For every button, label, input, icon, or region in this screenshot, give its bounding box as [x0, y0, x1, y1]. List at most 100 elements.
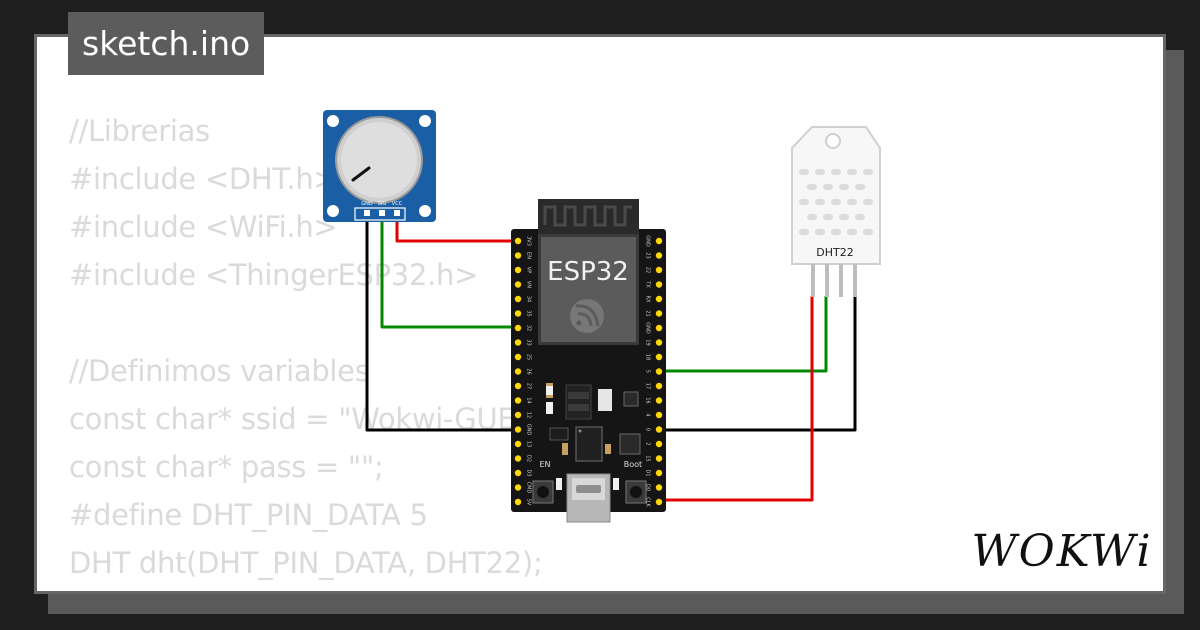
esp32-pin-label: CLK	[645, 497, 651, 507]
code-line: DHT dht(DHT_PIN_DATA, DHT22);	[69, 546, 543, 580]
esp32-pin-left[interactable]	[514, 368, 522, 375]
esp32-pin-left[interactable]	[514, 382, 522, 390]
esp32-pin-right[interactable]	[655, 252, 663, 259]
esp32-pin-label: 22	[645, 267, 651, 273]
esp32-pin-label: 15	[645, 455, 651, 461]
esp32-pin-left[interactable]	[514, 440, 522, 448]
esp32-pin-right[interactable]	[655, 397, 663, 404]
knob-indicator	[351, 166, 371, 182]
esp32-pin-left[interactable]	[514, 484, 522, 491]
esp32-pin-right[interactable]	[655, 455, 663, 462]
esp32-pin-label: 27	[526, 383, 532, 389]
code-line: #include <WiFi.h>	[69, 210, 338, 244]
esp32-pin-label: 13	[526, 441, 532, 447]
esp32-pin-left[interactable]	[514, 498, 522, 506]
grille-hole	[831, 229, 841, 235]
code-line: //Definimos variables	[69, 354, 370, 388]
esp32-pin-label: 23	[645, 252, 651, 258]
esp32-pin-right[interactable]	[655, 353, 663, 361]
code-line: #include <DHT.h>	[69, 162, 338, 196]
esp32-pin-label: 21	[645, 310, 651, 316]
esp32-pin-label: 14	[526, 397, 532, 403]
esp32-pin-label: 25	[526, 354, 532, 360]
esp32-pin-left[interactable]	[514, 266, 522, 274]
esp32-pin-label: GND	[526, 424, 532, 436]
micro-usb-port[interactable]	[566, 473, 611, 523]
esp32-pin-left[interactable]	[514, 324, 522, 332]
esp32-pin-left[interactable]	[514, 339, 522, 346]
esp32-pin-right[interactable]	[655, 324, 663, 332]
pot-pin-label-gnd: GND	[361, 201, 373, 207]
esp32-pin-left[interactable]	[514, 237, 522, 245]
grille-hole	[863, 229, 873, 235]
esp32-pin-right[interactable]	[655, 382, 663, 390]
espressif-logo-icon	[570, 299, 604, 333]
code-preview: //Librerias #include <DHT.h> #include <WiF…	[69, 107, 574, 591]
esp32-pin-label: 16	[645, 397, 651, 403]
grille-hole	[815, 199, 825, 205]
esp32-pin-label: 17	[645, 383, 651, 389]
esp32-board[interactable]: ESP32 EN Boot	[511, 199, 666, 523]
wokwi-logo[interactable]: WOKWi	[971, 526, 1152, 577]
esp32-pin-right[interactable]	[655, 469, 663, 477]
esp32-pin-right[interactable]	[655, 310, 663, 317]
wire-pot-sig-to-32[interactable]	[380, 212, 517, 329]
esp32-pin-left[interactable]	[514, 411, 522, 419]
pot-pin-label-vcc: VCC	[392, 201, 403, 207]
esp32-pin-right[interactable]	[655, 339, 663, 346]
esp32-pin-left[interactable]	[514, 397, 522, 404]
esp32-pin-label: 19	[645, 339, 651, 345]
code-line: const char* pass = "";	[69, 450, 384, 484]
esp32-pin-label: 4	[645, 413, 651, 416]
esp32-pin-right[interactable]	[655, 368, 663, 375]
boot-button[interactable]	[625, 480, 647, 504]
esp32-pin-right[interactable]	[655, 237, 663, 245]
file-tab[interactable]: sketch.ino	[68, 12, 265, 75]
code-line: //Librerias	[69, 114, 210, 148]
esp32-pin-label: 2	[645, 442, 651, 445]
esp32-pin-label: GND	[645, 235, 651, 247]
esp32-pin-left[interactable]	[514, 426, 522, 433]
dht22-sensor[interactable]: DHT22	[791, 126, 881, 297]
grille-hole	[799, 199, 809, 205]
pot-pin-label-sig: SIG	[378, 201, 387, 207]
esp32-pin-right[interactable]	[655, 295, 663, 303]
code-line: #define DHT_PIN_DATA 5	[69, 498, 428, 532]
en-button-label: EN	[539, 460, 550, 469]
esp32-pin-right[interactable]	[655, 281, 663, 288]
esp32-pin-label: 0	[645, 428, 651, 431]
esp32-pin-left[interactable]	[514, 295, 522, 303]
grille-hole	[855, 184, 865, 190]
grille-hole	[831, 199, 841, 205]
grille-hole	[839, 214, 849, 220]
esp32-pin-right[interactable]	[655, 440, 663, 448]
esp32-pin-label: 32	[526, 325, 532, 331]
esp32-pin-left[interactable]	[514, 455, 522, 462]
esp32-pin-label: 5V	[526, 499, 532, 506]
grille-hole	[799, 169, 809, 175]
dht22-label: DHT22	[816, 246, 853, 259]
esp32-pin-left[interactable]	[514, 310, 522, 317]
esp32-pin-left[interactable]	[514, 353, 522, 361]
esp32-pin-right[interactable]	[655, 266, 663, 274]
potentiometer[interactable]: GND SIG VCC	[323, 110, 436, 222]
esp32-pin-label: D0	[645, 484, 651, 491]
esp32-pin-right[interactable]	[655, 484, 663, 491]
esp32-pin-label: RX	[645, 296, 651, 303]
esp32-pin-label: 3V3	[526, 236, 532, 246]
esp32-pin-left[interactable]	[514, 281, 522, 288]
grille-hole	[847, 169, 857, 175]
wire-dht-data-to-5[interactable]	[660, 296, 828, 373]
esp32-pin-right[interactable]	[655, 411, 663, 419]
esp32-pin-label: D2	[526, 455, 532, 462]
en-button[interactable]	[532, 480, 554, 504]
esp32-pin-left[interactable]	[514, 252, 522, 259]
esp32-pin-label: TX	[645, 280, 651, 288]
esp32-pin-label: D1	[645, 469, 651, 476]
esp32-pin-right[interactable]	[655, 426, 663, 433]
esp32-pin-right[interactable]	[655, 498, 663, 506]
grille-hole	[823, 184, 833, 190]
esp32-pin-left[interactable]	[514, 469, 522, 477]
esp32-pin-label: 12	[526, 412, 532, 418]
